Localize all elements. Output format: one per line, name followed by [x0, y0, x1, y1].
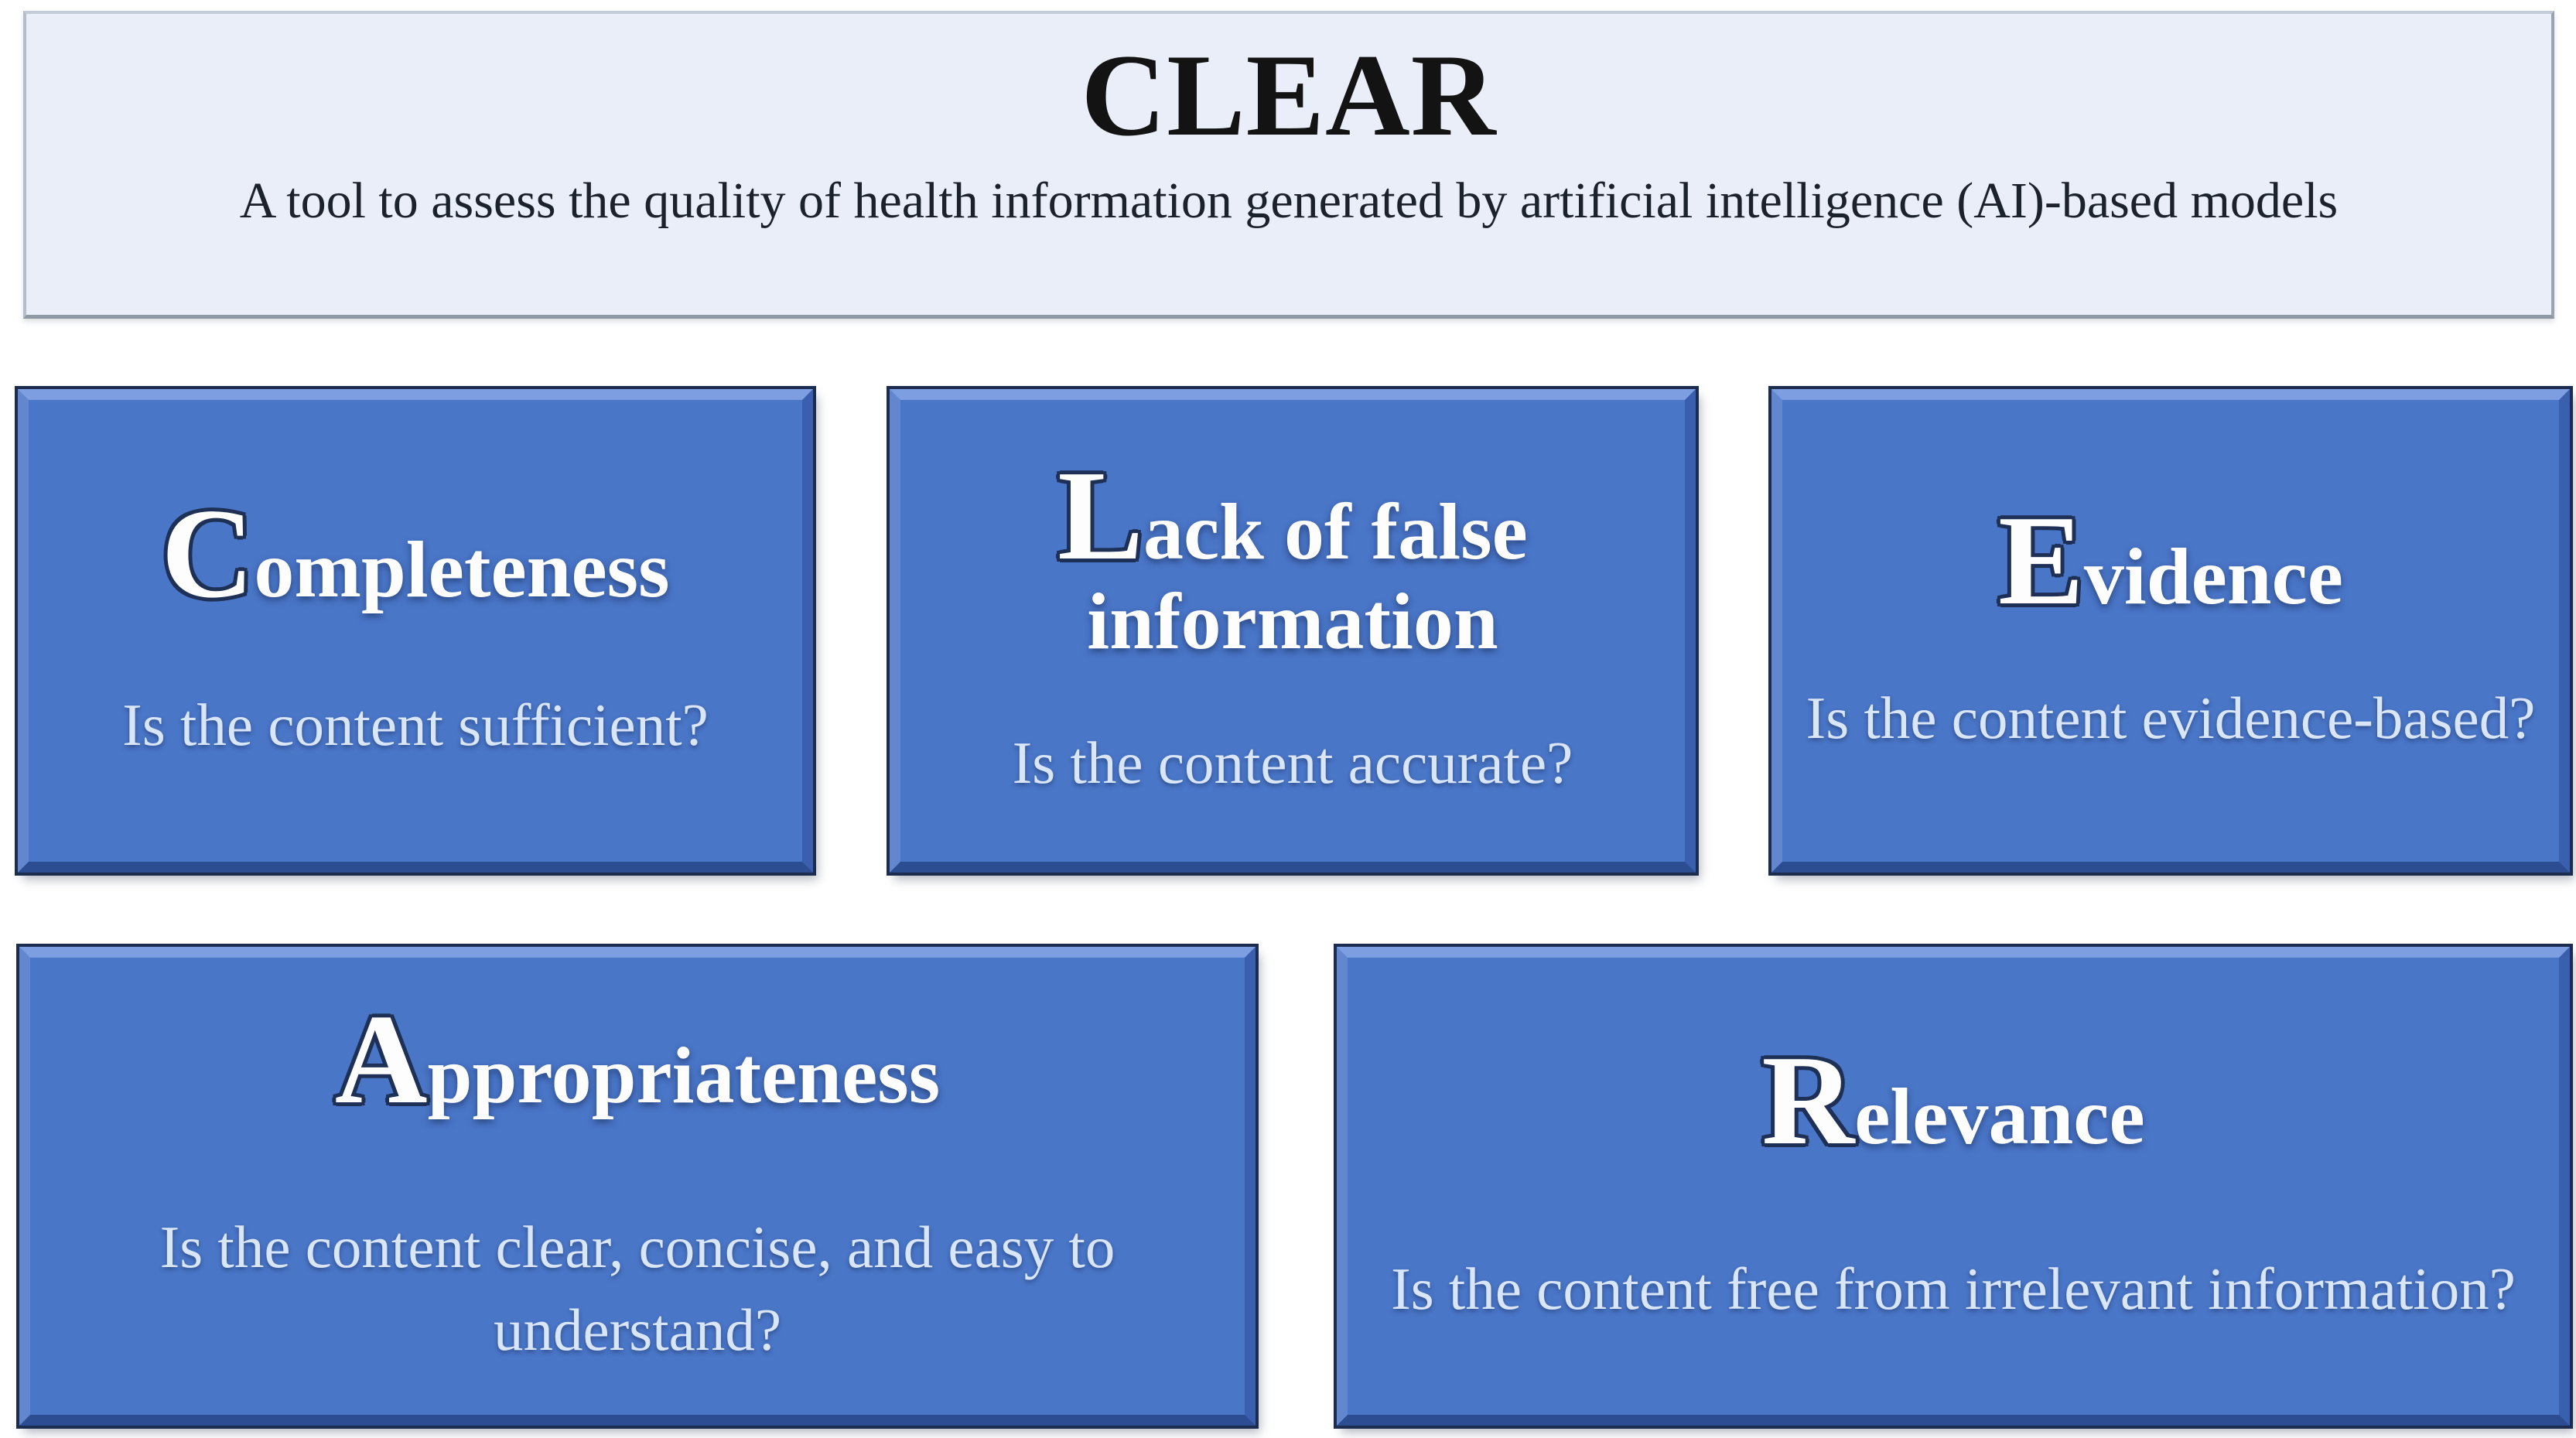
card-question: Is the content clear, concise, and easy … — [159, 1214, 1115, 1363]
card-question: Is the content evidence-based? — [1806, 684, 2536, 751]
card-title: Lack of false information — [919, 451, 1666, 668]
card-relevance: Relevance Is the content free from irrel… — [1334, 944, 2573, 1429]
figure-subtitle: A tool to assess the quality of health i… — [239, 172, 2339, 230]
card-appropriateness: Appropriateness Is the content clear, co… — [16, 944, 1259, 1429]
card-title: Appropriateness — [335, 995, 941, 1123]
card-title-rest: ack of false information — [1087, 487, 1528, 667]
card-question: Is the content free from irrelevant info… — [1391, 1255, 2516, 1322]
card-title-rest: vidence — [2083, 532, 2343, 622]
card-evidence: Evidence Is the content evidence-based? — [1768, 386, 2573, 876]
card-title: Evidence — [1998, 496, 2343, 624]
card-question: Is the content sufficient? — [122, 691, 709, 758]
figure-title: CLEAR — [1081, 30, 1497, 160]
card-title-rest: elevance — [1854, 1072, 2145, 1162]
card-initial-letter: L — [1057, 443, 1143, 586]
card-initial-letter: E — [1998, 489, 2084, 632]
card-initial-letter: C — [161, 482, 255, 625]
card-question: Is the content accurate? — [1012, 729, 1573, 796]
card-completeness: Completeness Is the content sufficient? — [15, 386, 816, 876]
card-title-rest: ppropriateness — [427, 1031, 941, 1121]
card-title-rest: ompleteness — [254, 525, 670, 615]
card-initial-letter: A — [334, 988, 428, 1131]
card-title: Completeness — [161, 489, 670, 617]
card-title: Relevance — [1761, 1036, 2145, 1164]
header-panel: CLEAR A tool to assess the quality of he… — [23, 11, 2554, 319]
card-lack-of-false-information: Lack of false information Is the content… — [887, 386, 1699, 876]
card-initial-letter: R — [1761, 1029, 1855, 1172]
